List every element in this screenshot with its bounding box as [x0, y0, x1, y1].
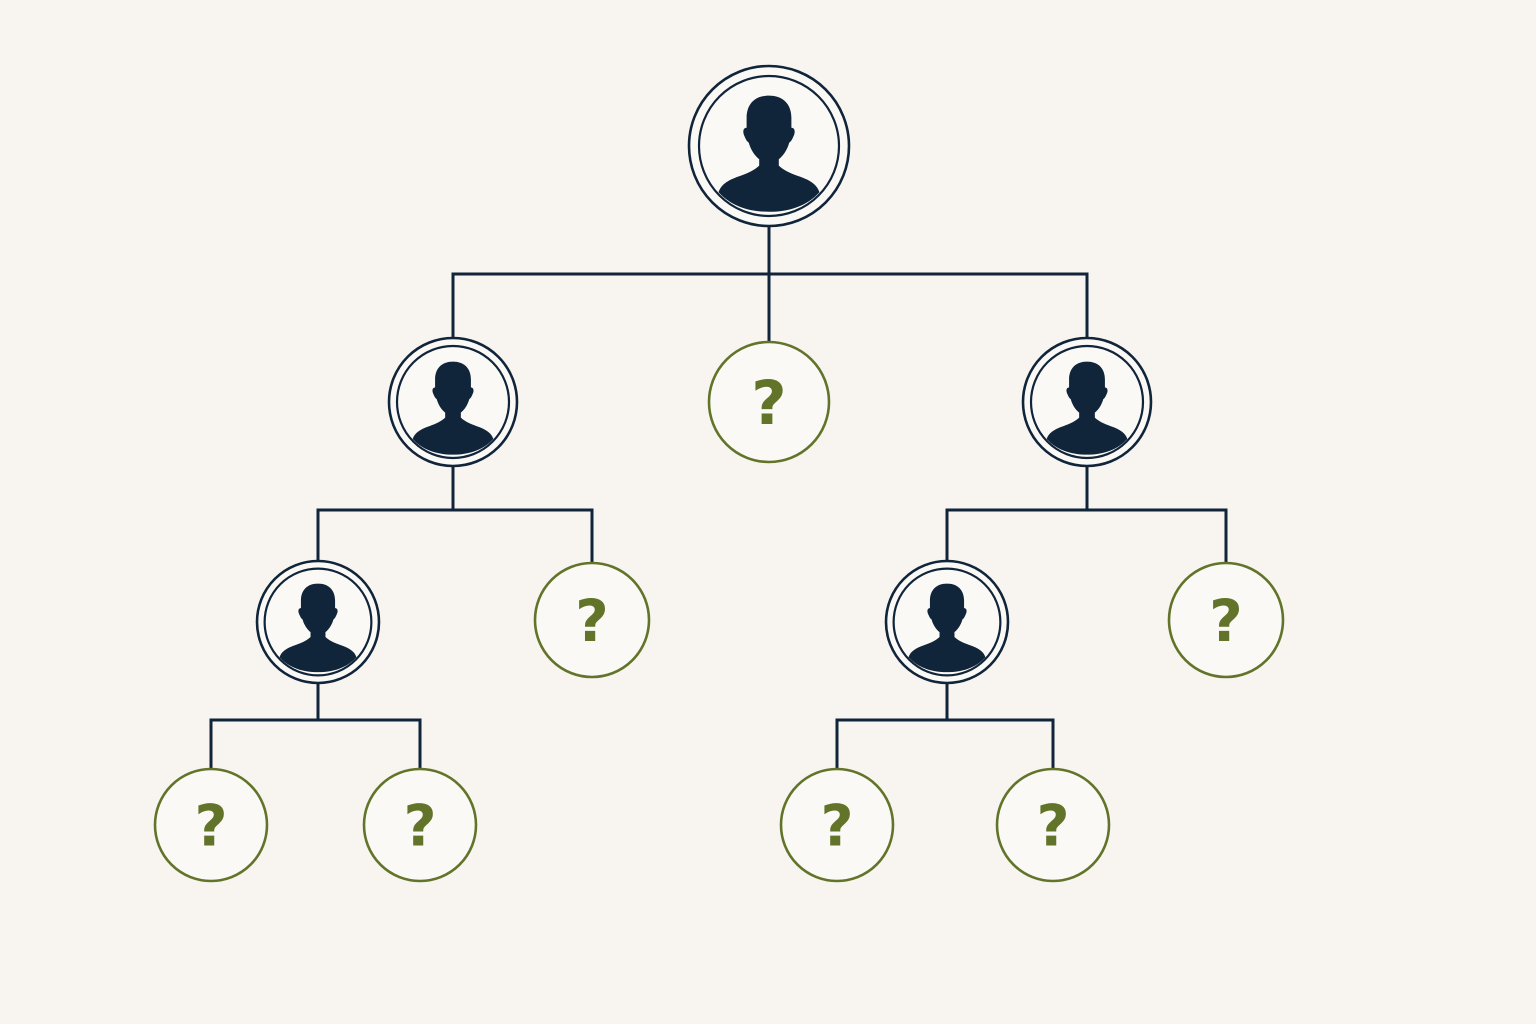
node-ring: [153, 767, 269, 883]
person-silhouette-icon: [1046, 361, 1128, 455]
node-inner-ring: [395, 344, 511, 460]
person-silhouette-icon: [908, 583, 986, 673]
connector-root: [451, 224, 1089, 344]
unknown-node-l3-right-b: ?: [995, 767, 1111, 883]
unknown-node-l3-left-b: ?: [362, 767, 478, 883]
node-inner-ring: [892, 567, 1002, 677]
unknown-node-l2-left-b: ?: [533, 561, 651, 679]
person-node-l2-left-a: [255, 559, 381, 685]
person-node-l2-right-a: [884, 559, 1010, 685]
unknown-node-l2-right-b: ?: [1167, 561, 1285, 679]
node-ring: [362, 767, 478, 883]
person-silhouette-icon: [279, 583, 357, 673]
node-ring: [995, 767, 1111, 883]
node-ring: [707, 340, 831, 464]
connector-l1-left: [316, 464, 594, 565]
person-silhouette-icon: [412, 361, 494, 455]
node-ring: [533, 561, 651, 679]
question-mark-icon: ?: [575, 587, 609, 655]
connector-l2-left-a: [209, 681, 422, 771]
question-mark-icon: ?: [403, 794, 436, 860]
person-node-l1-right: [1021, 336, 1153, 468]
node-inner-ring: [1029, 344, 1145, 460]
question-mark-icon: ?: [1209, 587, 1243, 655]
connector-lines: [209, 224, 1228, 771]
person-node-l1-left: [387, 336, 519, 468]
tree-nodes: ???????: [153, 64, 1285, 883]
node-ring: [779, 767, 895, 883]
person-silhouette-icon: [718, 95, 820, 212]
question-mark-icon: ?: [820, 794, 853, 860]
person-node-root: [687, 64, 851, 228]
unknown-node-l3-right-a: ?: [779, 767, 895, 883]
unknown-node-l1-center: ?: [707, 340, 831, 464]
question-mark-icon: ?: [194, 794, 227, 860]
node-inner-ring: [263, 567, 373, 677]
node-ring: [1167, 561, 1285, 679]
unknown-node-l3-left-a: ?: [153, 767, 269, 883]
question-mark-icon: ?: [751, 368, 786, 439]
node-inner-ring: [697, 74, 841, 218]
connector-l2-right-a: [835, 681, 1055, 771]
question-mark-icon: ?: [1036, 794, 1069, 860]
connector-l1-right: [945, 464, 1228, 565]
